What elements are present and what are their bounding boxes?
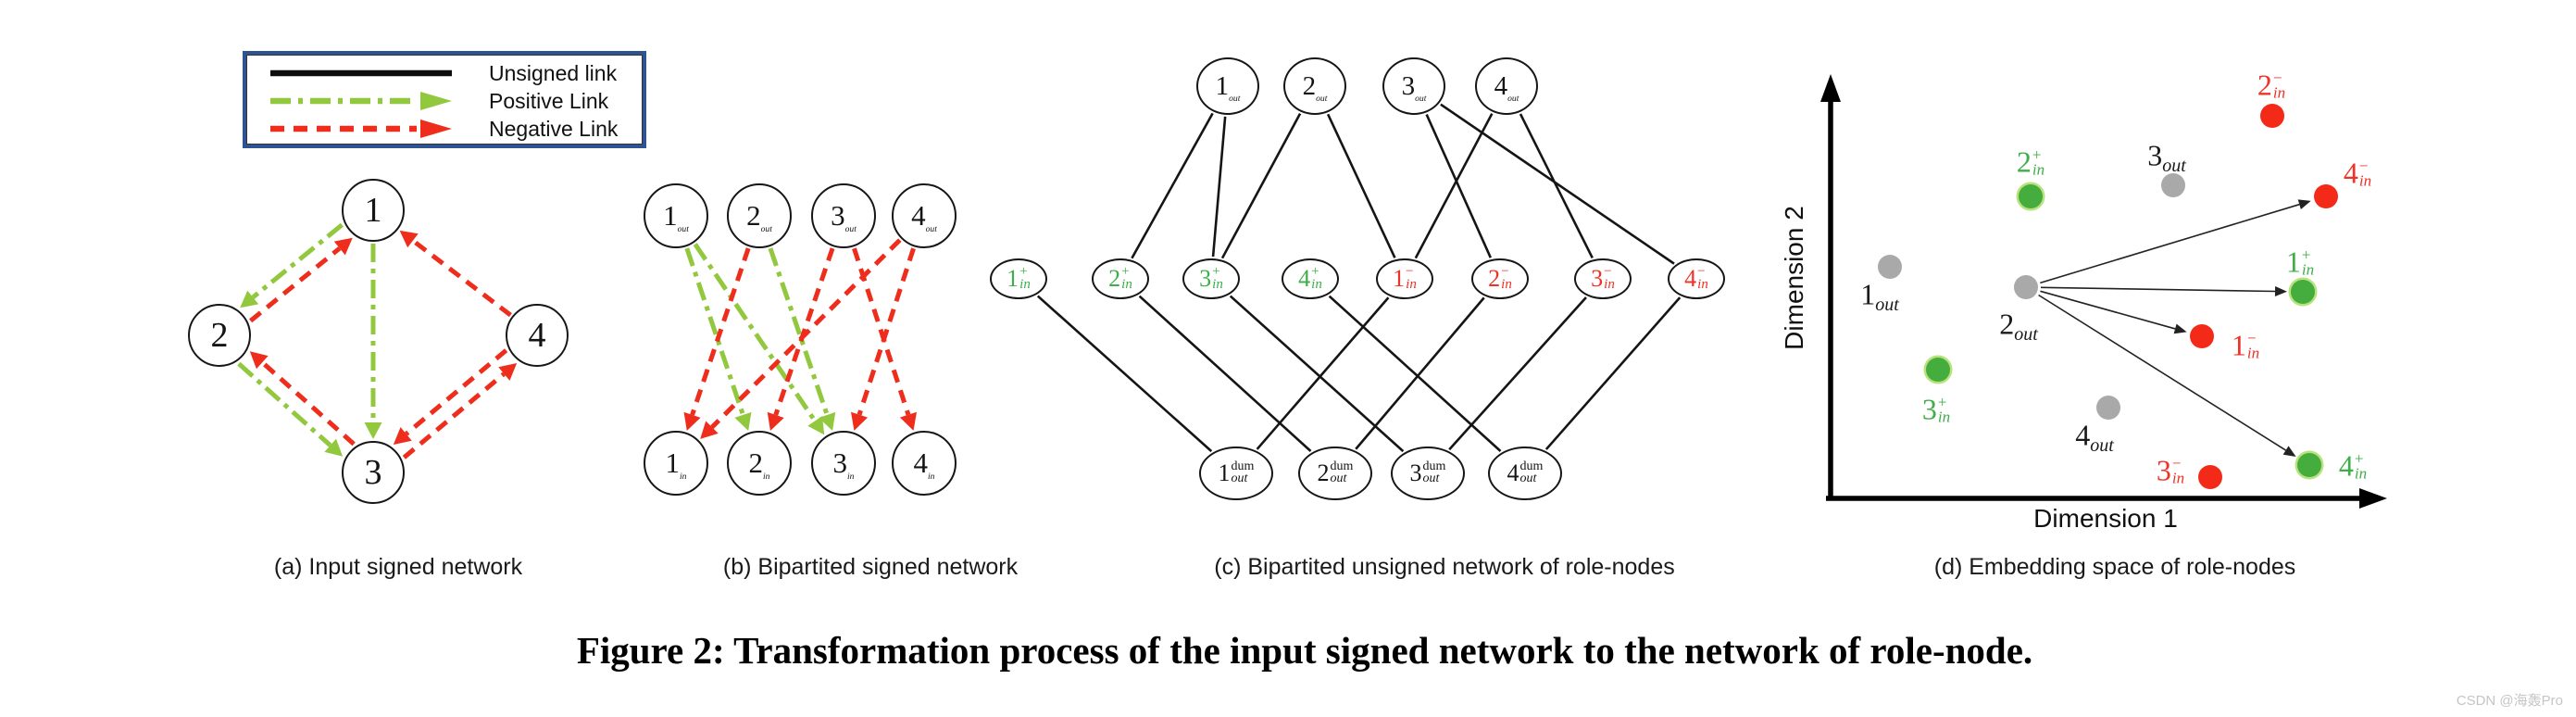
edge-arrowhead <box>683 411 701 431</box>
legend-label-negative: Negative Link <box>489 116 619 141</box>
edge-arrowhead <box>819 411 836 431</box>
edge-arrowhead <box>767 411 784 431</box>
watermark: CSDN @海轰Pro <box>2456 693 2563 709</box>
c-edge-2_in--2_dum <box>1355 296 1485 450</box>
c-edge-1_in--1_dum <box>1256 296 1390 450</box>
a-edge-3-4 <box>402 371 506 459</box>
legend-arrowhead <box>420 92 452 110</box>
x-axis-label: Dimension 1 <box>2033 504 2178 533</box>
b-edge-3_out-2_in <box>773 247 835 416</box>
c-edge-1_out-2_in+ <box>1131 112 1214 259</box>
c-edge-2_in+-2_dum <box>1138 295 1312 452</box>
c-edge-3_out-2_in- <box>1425 114 1492 258</box>
legend-label-unsigned: Unsigned link <box>489 60 618 85</box>
c-edge-3_out-4_in- <box>1440 103 1675 265</box>
y-axis-label: Dimension 2 <box>1780 206 1808 350</box>
figure-caption: Figure 2: Transformation process of the … <box>576 629 2033 672</box>
a-edge-2-3 <box>237 361 332 447</box>
legend-arrowhead <box>420 120 452 138</box>
unsigned-link-line-icon <box>270 69 452 77</box>
b-edge-2_out-3_in <box>768 247 830 416</box>
y-axis-arrowhead <box>1820 74 1841 102</box>
positive-link-arrow-icon <box>270 92 452 110</box>
c-edge-4_out-1_in- <box>1414 113 1494 259</box>
subcaption-c: (c) Bipartited unsigned network of role-… <box>1214 554 1675 580</box>
a-edge-4-3 <box>405 348 508 436</box>
c-edge-1_out-3_in+ <box>1211 116 1227 258</box>
legend-box: Unsigned link Positive Link Negative Lin… <box>243 51 646 148</box>
edge-arrowhead <box>899 411 917 431</box>
embedding-arrowhead <box>2173 323 2187 334</box>
edge-arrowhead <box>393 427 412 446</box>
b-edge-4_out-3_in <box>857 247 916 416</box>
a-edge-1-2 <box>251 222 344 299</box>
c-edge-4_in+-4_dum <box>1328 295 1502 452</box>
x-axis-arrowhead <box>2359 488 2387 509</box>
edge-arrowhead <box>249 351 269 370</box>
edge-arrowhead <box>807 416 825 435</box>
a-edge-3-2 <box>260 360 356 447</box>
edge-arrowhead <box>851 411 869 431</box>
b-edge-3_out-4_in <box>852 247 911 416</box>
legend-row-positive: Positive Link <box>267 88 609 113</box>
embedding-arrow-2_out-4_in- <box>2040 203 2300 284</box>
b-edge-2_out-1_in <box>690 247 751 416</box>
a-edge-4-1 <box>411 238 512 318</box>
embedding-arrowhead <box>2297 199 2311 209</box>
b-edge-4_out-1_in <box>710 238 902 429</box>
b-edge-1_out-2_in <box>684 247 745 416</box>
subcaption-a: (a) Input signed network <box>273 554 523 580</box>
edge-arrowhead <box>324 438 344 457</box>
legend-label-positive: Positive Link <box>489 88 609 113</box>
embedding-arrowhead <box>2274 285 2288 296</box>
edge-arrowhead <box>498 362 518 381</box>
a-edge-2-1 <box>249 246 342 323</box>
c-edge-2_out-1_in- <box>1326 113 1396 258</box>
edge-arrowhead <box>734 411 752 431</box>
c-edge-3_in+-3_dum <box>1229 295 1405 453</box>
subcaption-d: (d) Embedding space of role-nodes <box>1933 554 2296 580</box>
embedding-arrowhead <box>2282 446 2296 457</box>
negative-link-arrow-icon <box>270 120 452 138</box>
c-edge-4_in--4_dum <box>1544 296 1682 450</box>
c-edge-1_in+-1_dum <box>1036 295 1213 453</box>
embedding-arrow-2_out-1_in- <box>2040 290 2176 330</box>
embedding-arrow-2_out-1_in+ <box>2040 286 2276 293</box>
embedding-arrow-2_out-4_in+ <box>2038 294 2287 451</box>
legend-row-unsigned: Unsigned link <box>267 60 618 85</box>
edge-arrowhead <box>240 290 259 308</box>
edge-arrowhead <box>364 422 382 439</box>
legend-row-negative: Negative Link <box>267 116 619 141</box>
c-edge-2_out-3_in+ <box>1220 112 1302 259</box>
c-edge-4_out-3_in- <box>1519 113 1594 259</box>
subcaption-b: (b) Bipartited signed network <box>722 554 1019 580</box>
edge-arrowhead <box>333 237 353 256</box>
